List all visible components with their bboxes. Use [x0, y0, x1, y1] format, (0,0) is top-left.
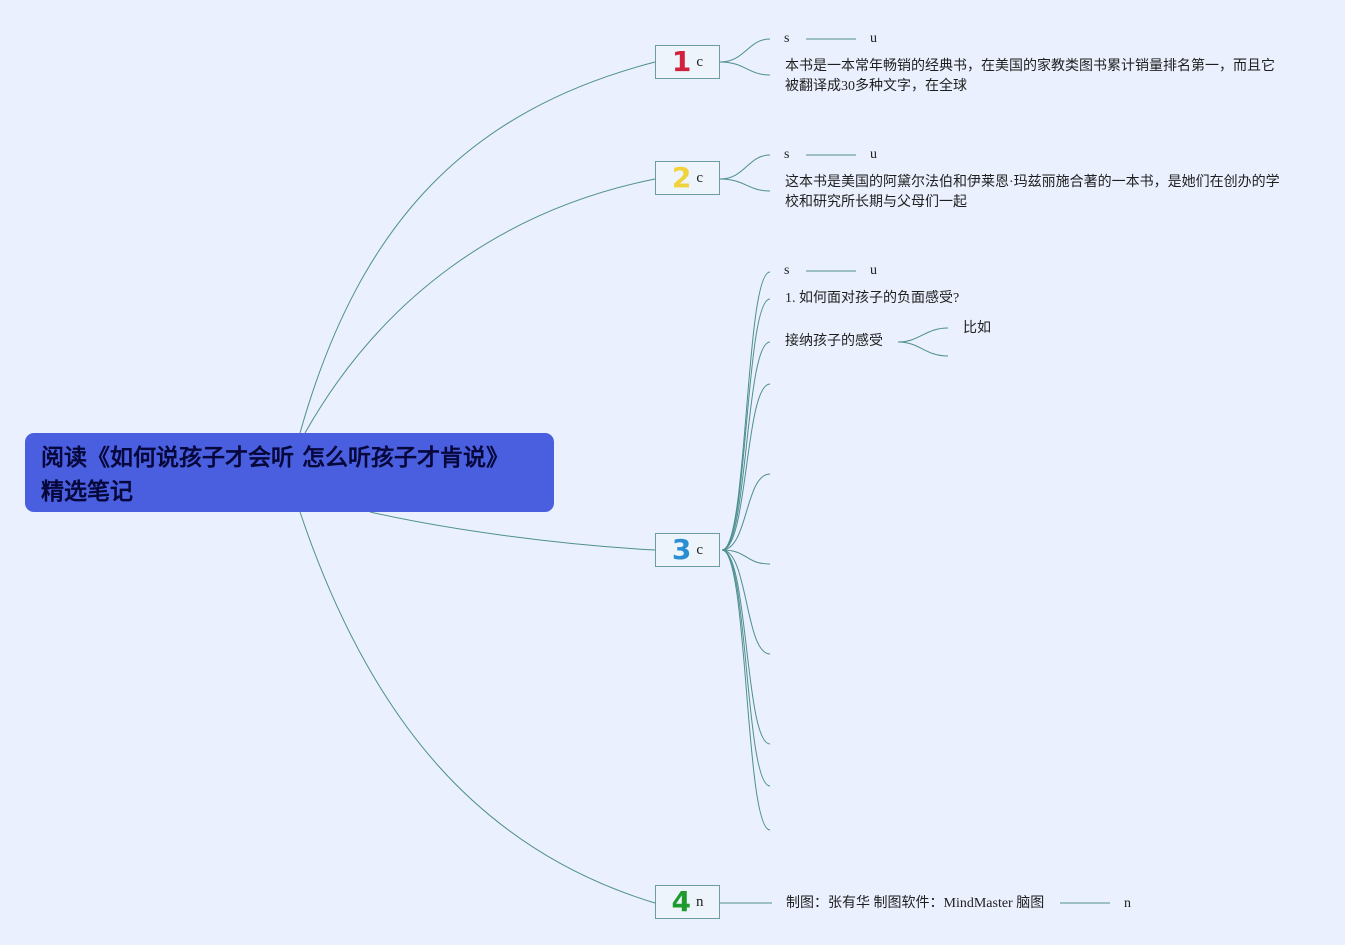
branch-1-topic[interactable]: 1 c	[655, 45, 720, 79]
branch-1-description[interactable]: 本书是一本常年畅销的经典书，在美国的家教类图书累计销量排名第一，而且它被翻译成3…	[785, 59, 1275, 94]
branch-4-tail[interactable]: n	[1124, 896, 1131, 911]
branch-2-sub-left[interactable]: s	[784, 147, 790, 162]
link-root-branch-4	[299, 511, 656, 904]
branch-3-example[interactable]: 比如	[963, 321, 991, 336]
root-title-line1: 阅读《如何说孩子才会听 怎么听孩子才肯说》	[41, 445, 510, 471]
branch-1-sub-right[interactable]: u	[870, 31, 877, 46]
branch-2-label: c	[696, 169, 704, 186]
branch-4-topic[interactable]: 4 n	[655, 885, 720, 919]
branch-4-credits[interactable]: 制图：张有华 制图软件：MindMaster 脑图	[786, 896, 1045, 911]
number-3-icon: 3	[671, 533, 692, 566]
link-root-branch-3	[369, 511, 656, 551]
branch-3-label: c	[696, 541, 704, 558]
branch-1-label: c	[696, 53, 704, 70]
number-1-icon: 1	[671, 45, 692, 78]
number-4-icon: 4	[671, 885, 691, 918]
branch-3-sub-left[interactable]: s	[784, 263, 790, 278]
branch-3-question[interactable]: 1. 如何面对孩子的负面感受?	[785, 291, 960, 306]
link-root-branch-1	[299, 61, 656, 434]
branch-3-accept-feelings[interactable]: 接纳孩子的感受	[785, 334, 883, 349]
branch-1-sub-left[interactable]: s	[784, 31, 790, 46]
branch-3-topic[interactable]: 3 c	[655, 533, 720, 567]
branch-2-topic[interactable]: 2 c	[655, 161, 720, 195]
branch-2-description[interactable]: 这本书是美国的阿黛尔法伯和伊莱恩·玛兹丽施合著的一本书，是她们在创办的学校和研究…	[785, 175, 1280, 210]
branch-4-label: n	[695, 893, 704, 910]
branch-2-sub-right[interactable]: u	[870, 147, 877, 162]
root-topic[interactable]: 阅读《如何说孩子才会听 怎么听孩子才肯说》 精选笔记	[25, 433, 554, 512]
link-root-branch-2	[304, 178, 656, 434]
root-title-line2: 精选笔记	[41, 479, 133, 505]
branch-3-sub-right[interactable]: u	[870, 263, 877, 278]
number-2-icon: 2	[671, 161, 692, 194]
